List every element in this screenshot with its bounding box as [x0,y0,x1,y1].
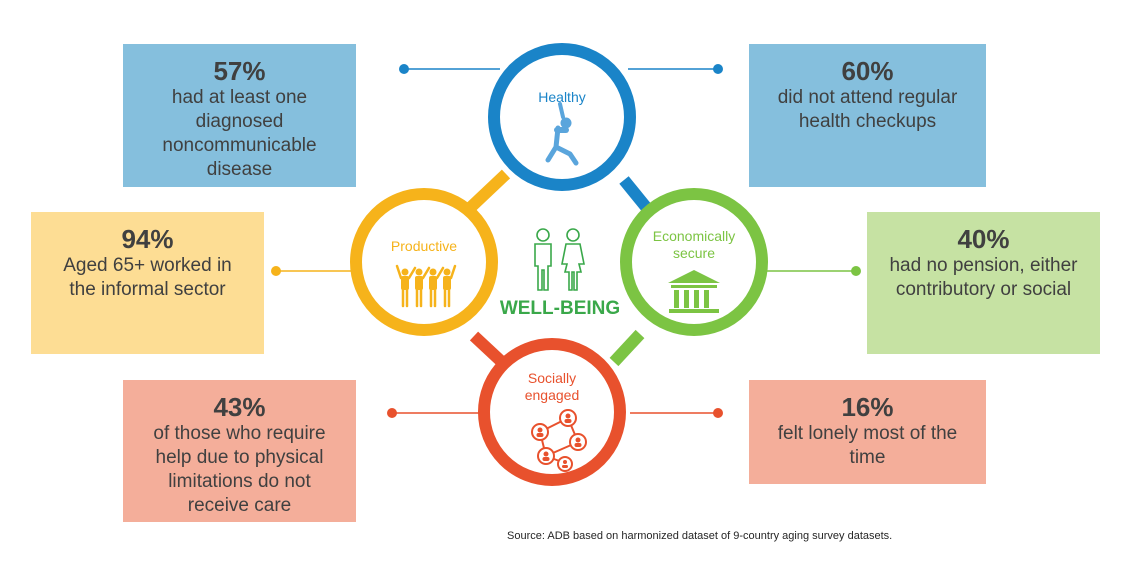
connector-lines [271,64,861,418]
stat-text: felt lonely most of the time [777,423,958,468]
economic-circle [620,188,768,336]
economic-label-line2: secure [673,245,715,261]
center-label: WELL-BEING [500,298,620,319]
stat-value: 16% [841,392,894,422]
stat-box-ncd: 57% had at least one diagnosed noncommun… [123,44,356,187]
circle-links [465,169,655,369]
stat-box-checkups: 60% did not attend regular health checku… [749,44,986,187]
stat-value: 94% [121,224,174,254]
stat-box-pension: 40% had no pension, either contributory … [867,212,1100,354]
stat-text: had at least one diagnosed noncommunicab… [162,87,317,180]
stat-value: 57% [213,56,266,86]
stat-text: had no pension, either contributory or s… [889,255,1078,300]
stat-box-informal: 94% Aged 65+ worked in the informal sect… [31,212,264,354]
productive-label: Productive [391,238,457,254]
bank-icon [668,270,720,313]
economic-label-line1: Economically [653,228,735,244]
stat-value: 43% [213,392,266,422]
healthy-label: Healthy [538,89,585,105]
productive-circle [350,188,498,336]
stat-value: 40% [957,224,1010,254]
stat-text: did not attend regular health checkups [777,87,958,132]
social-label-line2: engaged [525,387,580,403]
stat-text: Aged 65+ worked in the informal sector [63,255,232,300]
social-network-icon [531,409,587,472]
stat-text: of those who require help due to physica… [153,423,326,516]
stat-value: 60% [841,56,894,86]
stat-box-care: 43% of those who require help due to phy… [123,380,356,522]
elderly-couple-icon [534,228,585,291]
stat-box-lonely: 16% felt lonely most of the time [749,380,986,484]
people-group-icon [395,264,457,308]
exercise-person-icon [545,102,579,166]
social-label-line1: Socially [528,370,576,386]
source-note: Source: ADB based on harmonized dataset … [507,530,893,542]
